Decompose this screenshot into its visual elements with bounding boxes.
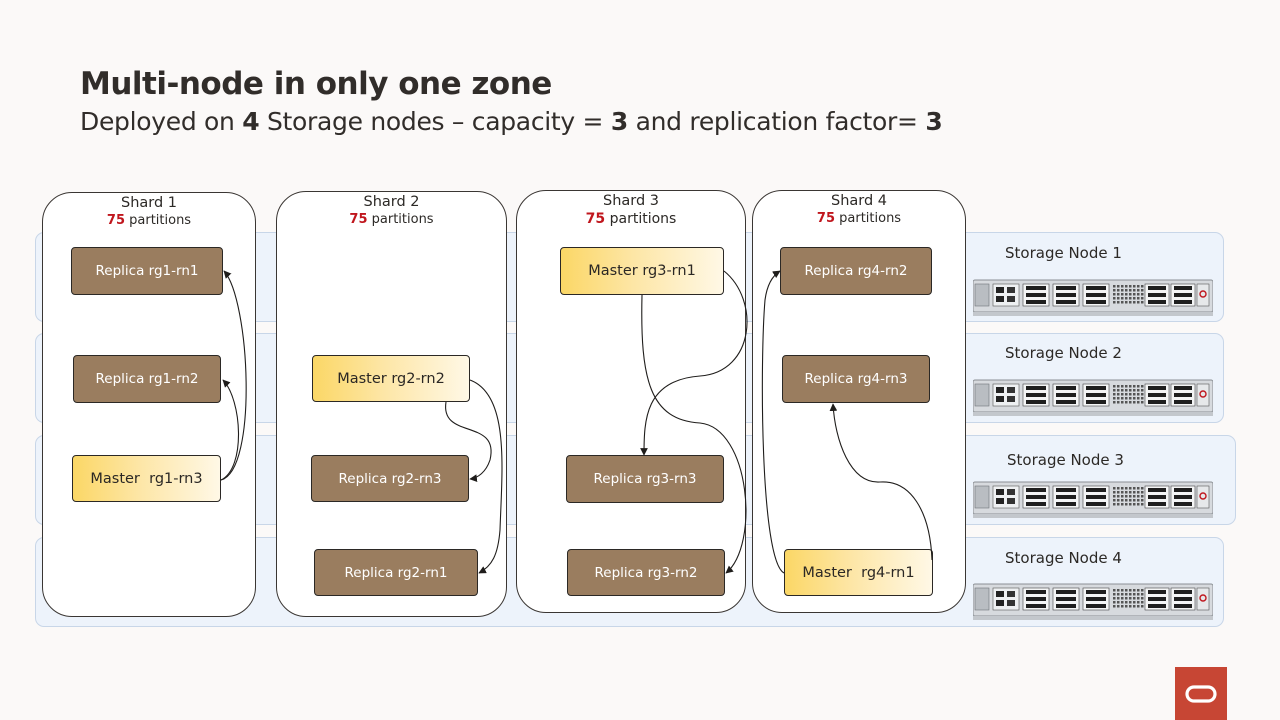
shard-name: Shard 1 (120, 195, 178, 211)
rack-server-icon (972, 474, 1214, 522)
replica-rg4-rn3: Replica rg4-rn3 (782, 355, 930, 403)
shard-name: Shard 3 (602, 193, 660, 209)
rack-server-icon (972, 372, 1214, 420)
storage-node-label-2: Storage Node 2 (1005, 344, 1122, 362)
page-title: Multi-node in only one zone (80, 66, 552, 102)
storage-node-label-1: Storage Node 1 (1005, 244, 1122, 262)
shard-partitions: 75 partitions (106, 213, 192, 228)
replica-rg2-rn3: Replica rg2-rn3 (311, 455, 469, 502)
storage-node-label-3: Storage Node 3 (1007, 451, 1124, 469)
replica-rg3-rn3: Replica rg3-rn3 (566, 455, 724, 503)
replica-rg4-rn2: Replica rg4-rn2 (780, 247, 932, 295)
shard-name: Shard 4 (830, 193, 888, 209)
replica-rg2-rn1: Replica rg2-rn1 (314, 549, 478, 596)
master-rg1-rn3: Master rg1-rn3 (72, 455, 221, 502)
master-rg3-rn1: Master rg3-rn1 (560, 247, 724, 295)
replica-rg1-rn1: Replica rg1-rn1 (71, 247, 223, 295)
storage-node-label-4: Storage Node 4 (1005, 549, 1122, 567)
master-rg4-rn1: Master rg4-rn1 (784, 549, 933, 596)
replica-rg3-rn2: Replica rg3-rn2 (567, 549, 725, 596)
shard-partitions: 75 partitions (816, 211, 902, 226)
shard-partitions: 75 partitions (585, 211, 677, 227)
master-rg2-rn2: Master rg2-rn2 (312, 355, 470, 402)
oracle-logo-icon (1175, 667, 1227, 720)
page-subtitle: Deployed on 4 Storage nodes – capacity =… (80, 107, 943, 136)
rack-server-icon (972, 272, 1214, 320)
shard-name: Shard 2 (363, 194, 420, 210)
replica-rg1-rn2: Replica rg1-rn2 (73, 355, 221, 403)
shard-partitions: 75 partitions (349, 212, 434, 227)
rack-server-icon (972, 576, 1214, 624)
